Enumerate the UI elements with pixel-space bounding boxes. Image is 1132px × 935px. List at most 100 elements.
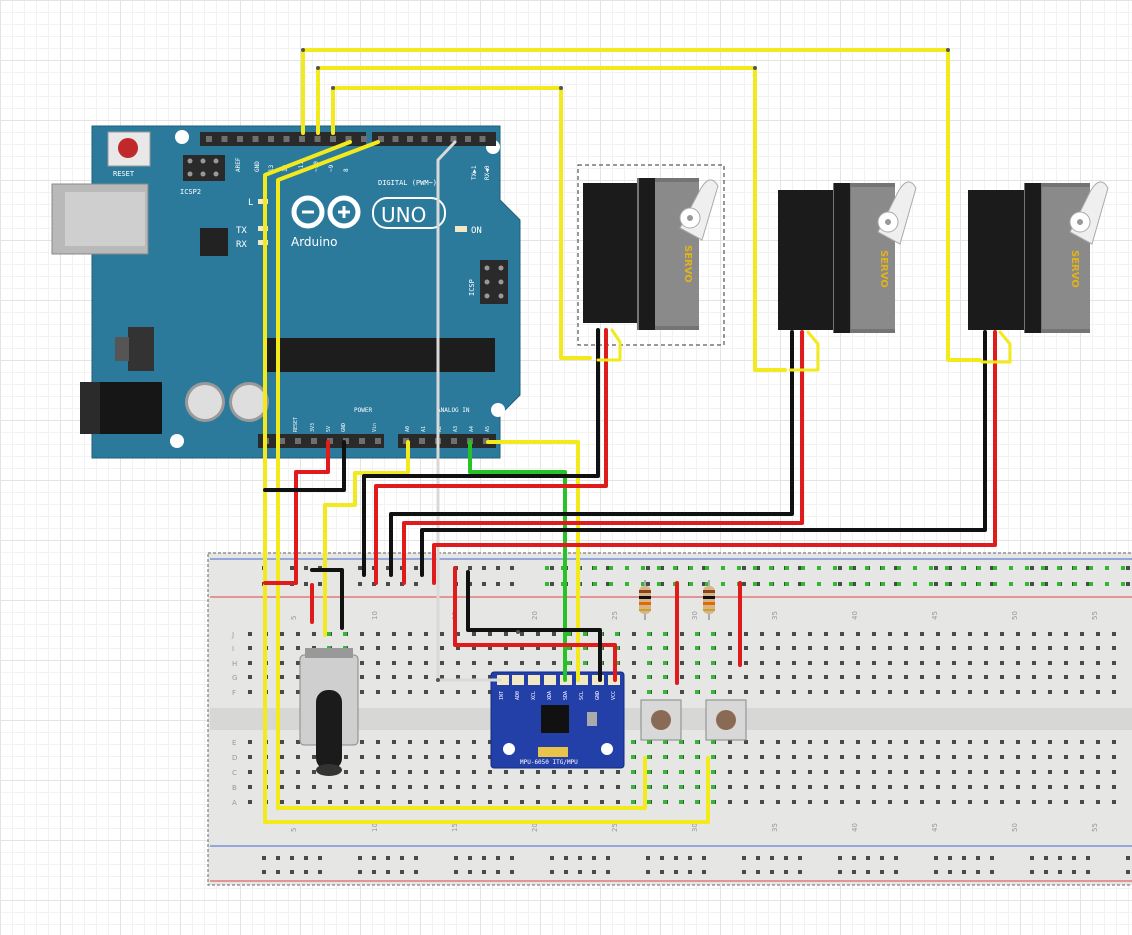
breadboard-hole [680,690,684,694]
uno-badge: UNO [381,203,426,227]
breadboard-hole [536,800,540,804]
servo-motor-2[interactable]: SERVO [778,181,917,333]
breadboard-hole [386,582,390,586]
breadboard-hole [465,136,471,142]
breadboard-hole [436,136,442,142]
breadboard-hole [888,661,892,665]
breadboard-hole [1126,566,1130,570]
red-wire[interactable] [432,330,997,585]
red-wire[interactable] [453,566,617,682]
breadboard-column-numbers: 5 10 15 20 25 30 35 40 45 50 55 5 10 15 … [290,611,1099,832]
breadboard-hole [728,800,732,804]
servo-motor-3[interactable]: SERVO [968,181,1109,333]
breadboard-hole [488,690,492,694]
breadboard-hole [695,675,699,679]
white-wire[interactable] [436,140,502,682]
black-wire[interactable] [263,440,346,492]
breadboard-hole [408,785,412,789]
breadboard-hole [1016,632,1020,636]
breadboard-hole [1048,770,1052,774]
breadboard-hole [1016,690,1020,694]
black-wire[interactable] [389,330,794,577]
breadboard-hole [968,740,972,744]
breadboard-hole [647,800,651,804]
breadboard-hole [372,582,376,586]
power-pin-labels: RESET 3V3 5V GND Vin [293,417,378,432]
breadboard-hole [550,856,554,860]
green-wire[interactable] [468,440,567,682]
servo-lead [980,330,1012,364]
breadboard-hole [824,690,828,694]
yellow-wire[interactable] [486,440,580,682]
red-wire[interactable] [374,328,608,585]
breadboard-hole [1032,785,1036,789]
yellow-wire[interactable] [263,140,710,824]
breadboard-hole [488,755,492,759]
breadboard-hole [600,785,604,789]
breadboard-hole [776,646,780,650]
breadboard-hole [1058,856,1062,860]
breadboard-hole [663,675,667,679]
breadboard-hole [1064,740,1068,744]
breadboard-hole [824,661,828,665]
potentiometer[interactable] [299,648,359,776]
yellow-wire[interactable] [323,440,410,637]
breadboard-hole [866,870,870,874]
breadboard-hole [936,770,940,774]
reset-button[interactable] [107,131,151,167]
usb-connector [51,183,149,255]
digital-header-right [372,132,496,146]
breadboard-hole [482,566,486,570]
breadboard-hole [440,632,444,636]
breadboard-hole [984,800,988,804]
breadboard-hole [360,690,364,694]
breadboard-hole [702,870,706,874]
black-wire[interactable] [420,330,987,577]
mounting-hole [170,434,184,448]
breadboard-hole [488,646,492,650]
breadboard-hole [894,582,898,586]
breadboard-hole [330,136,336,142]
mpu6050-module[interactable]: INT AD0 XCL XDA SDA SCL GND VCC MPU-6050… [490,671,625,769]
black-wire[interactable] [362,328,600,577]
breadboard-hole [920,755,924,759]
breadboard-hole [1126,582,1130,586]
breadboard-hole [376,661,380,665]
resistor-1[interactable] [639,580,651,620]
breadboard-hole [833,566,837,570]
breadboard-hole [592,856,596,860]
breadboard-hole [776,755,780,759]
breadboard-hole [984,632,988,636]
breadboard-hole [663,646,667,650]
yellow-wire[interactable] [276,140,647,810]
push-button-1[interactable] [640,699,682,741]
breadboard-hole [968,800,972,804]
push-button-2[interactable] [705,699,747,741]
pin-label: VCC [611,691,617,700]
breadboard-hole [1080,740,1084,744]
breadboard-hole [1016,661,1020,665]
black-wire[interactable] [310,568,344,630]
breadboard-hole [647,785,651,789]
breadboard-hole [756,870,760,874]
breadboard-hole [631,800,635,804]
breadboard-hole [808,690,812,694]
row-letter: B [232,784,237,792]
breadboard-hole [568,770,572,774]
red-wire[interactable] [263,440,330,585]
col-number: 30 [691,823,699,832]
breadboard-hole [1048,755,1052,759]
breadboard-hole [1000,800,1004,804]
row-letter: C [232,769,237,777]
breadboard-hole [358,582,362,586]
breadboard-hole [856,785,860,789]
breadboard-hole [1086,582,1090,586]
pin-label: AREF [235,157,242,172]
red-wire[interactable] [402,330,804,585]
black-wire[interactable] [466,570,602,682]
resistor-2[interactable] [703,580,715,620]
breadboard-hole [792,755,796,759]
breadboard-hole [679,785,683,789]
servo-motor-1[interactable]: SERVO [583,178,719,330]
breadboard-hole [280,755,284,759]
